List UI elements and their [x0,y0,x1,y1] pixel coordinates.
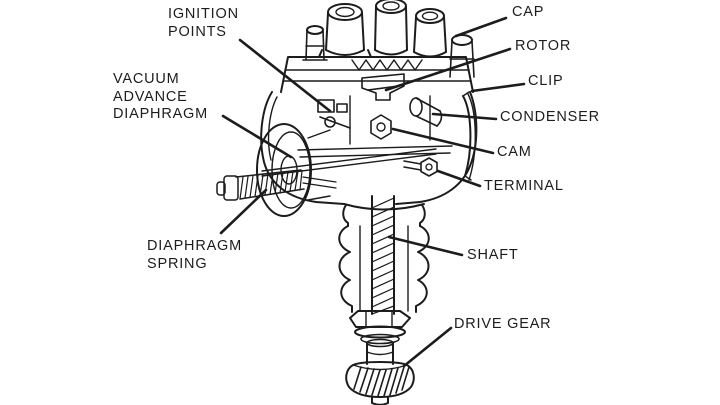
cap-drawing [280,0,475,93]
label-ignition-points: IGNITION POINTS [168,6,239,40]
diaphragm-spring-drawing [216,169,337,201]
leader-clip [470,82,526,93]
cam-drawing [370,114,392,140]
housing-drawing [260,91,478,205]
leader-ignition-points [238,38,332,113]
leader-condenser [431,112,498,121]
shaft-column-drawing [338,195,430,315]
leader-cam [391,127,495,155]
leader-terminal [436,169,482,188]
drive-gear-drawing [345,310,415,405]
label-shaft: SHAFT [467,247,519,263]
condenser-drawing [409,97,443,127]
label-cap: CAP [512,4,545,20]
leader-vacuum-advance [221,114,293,159]
ignition-points-drawing [317,99,351,129]
label-condenser: CONDENSER [500,109,600,125]
label-cam: CAM [497,144,532,160]
label-vacuum-advance-diaphragm: VACUUM ADVANCE DIAPHRAGM [113,71,209,122]
label-rotor: ROTOR [515,38,572,54]
leader-diaphragm-spring [219,188,268,235]
leader-rotor [384,47,512,92]
leader-drive-gear [402,326,453,368]
leader-lines [219,16,526,368]
label-diaphragm-spring: DIAPHRAGM SPRING [147,238,243,272]
label-clip: CLIP [528,73,564,89]
leader-cap [454,16,508,38]
label-terminal: TERMINAL [484,178,564,194]
leader-shaft [387,235,464,257]
label-drive-gear: DRIVE GEAR [454,316,552,332]
clip-drawing [462,91,476,181]
terminal-drawing [403,157,438,177]
